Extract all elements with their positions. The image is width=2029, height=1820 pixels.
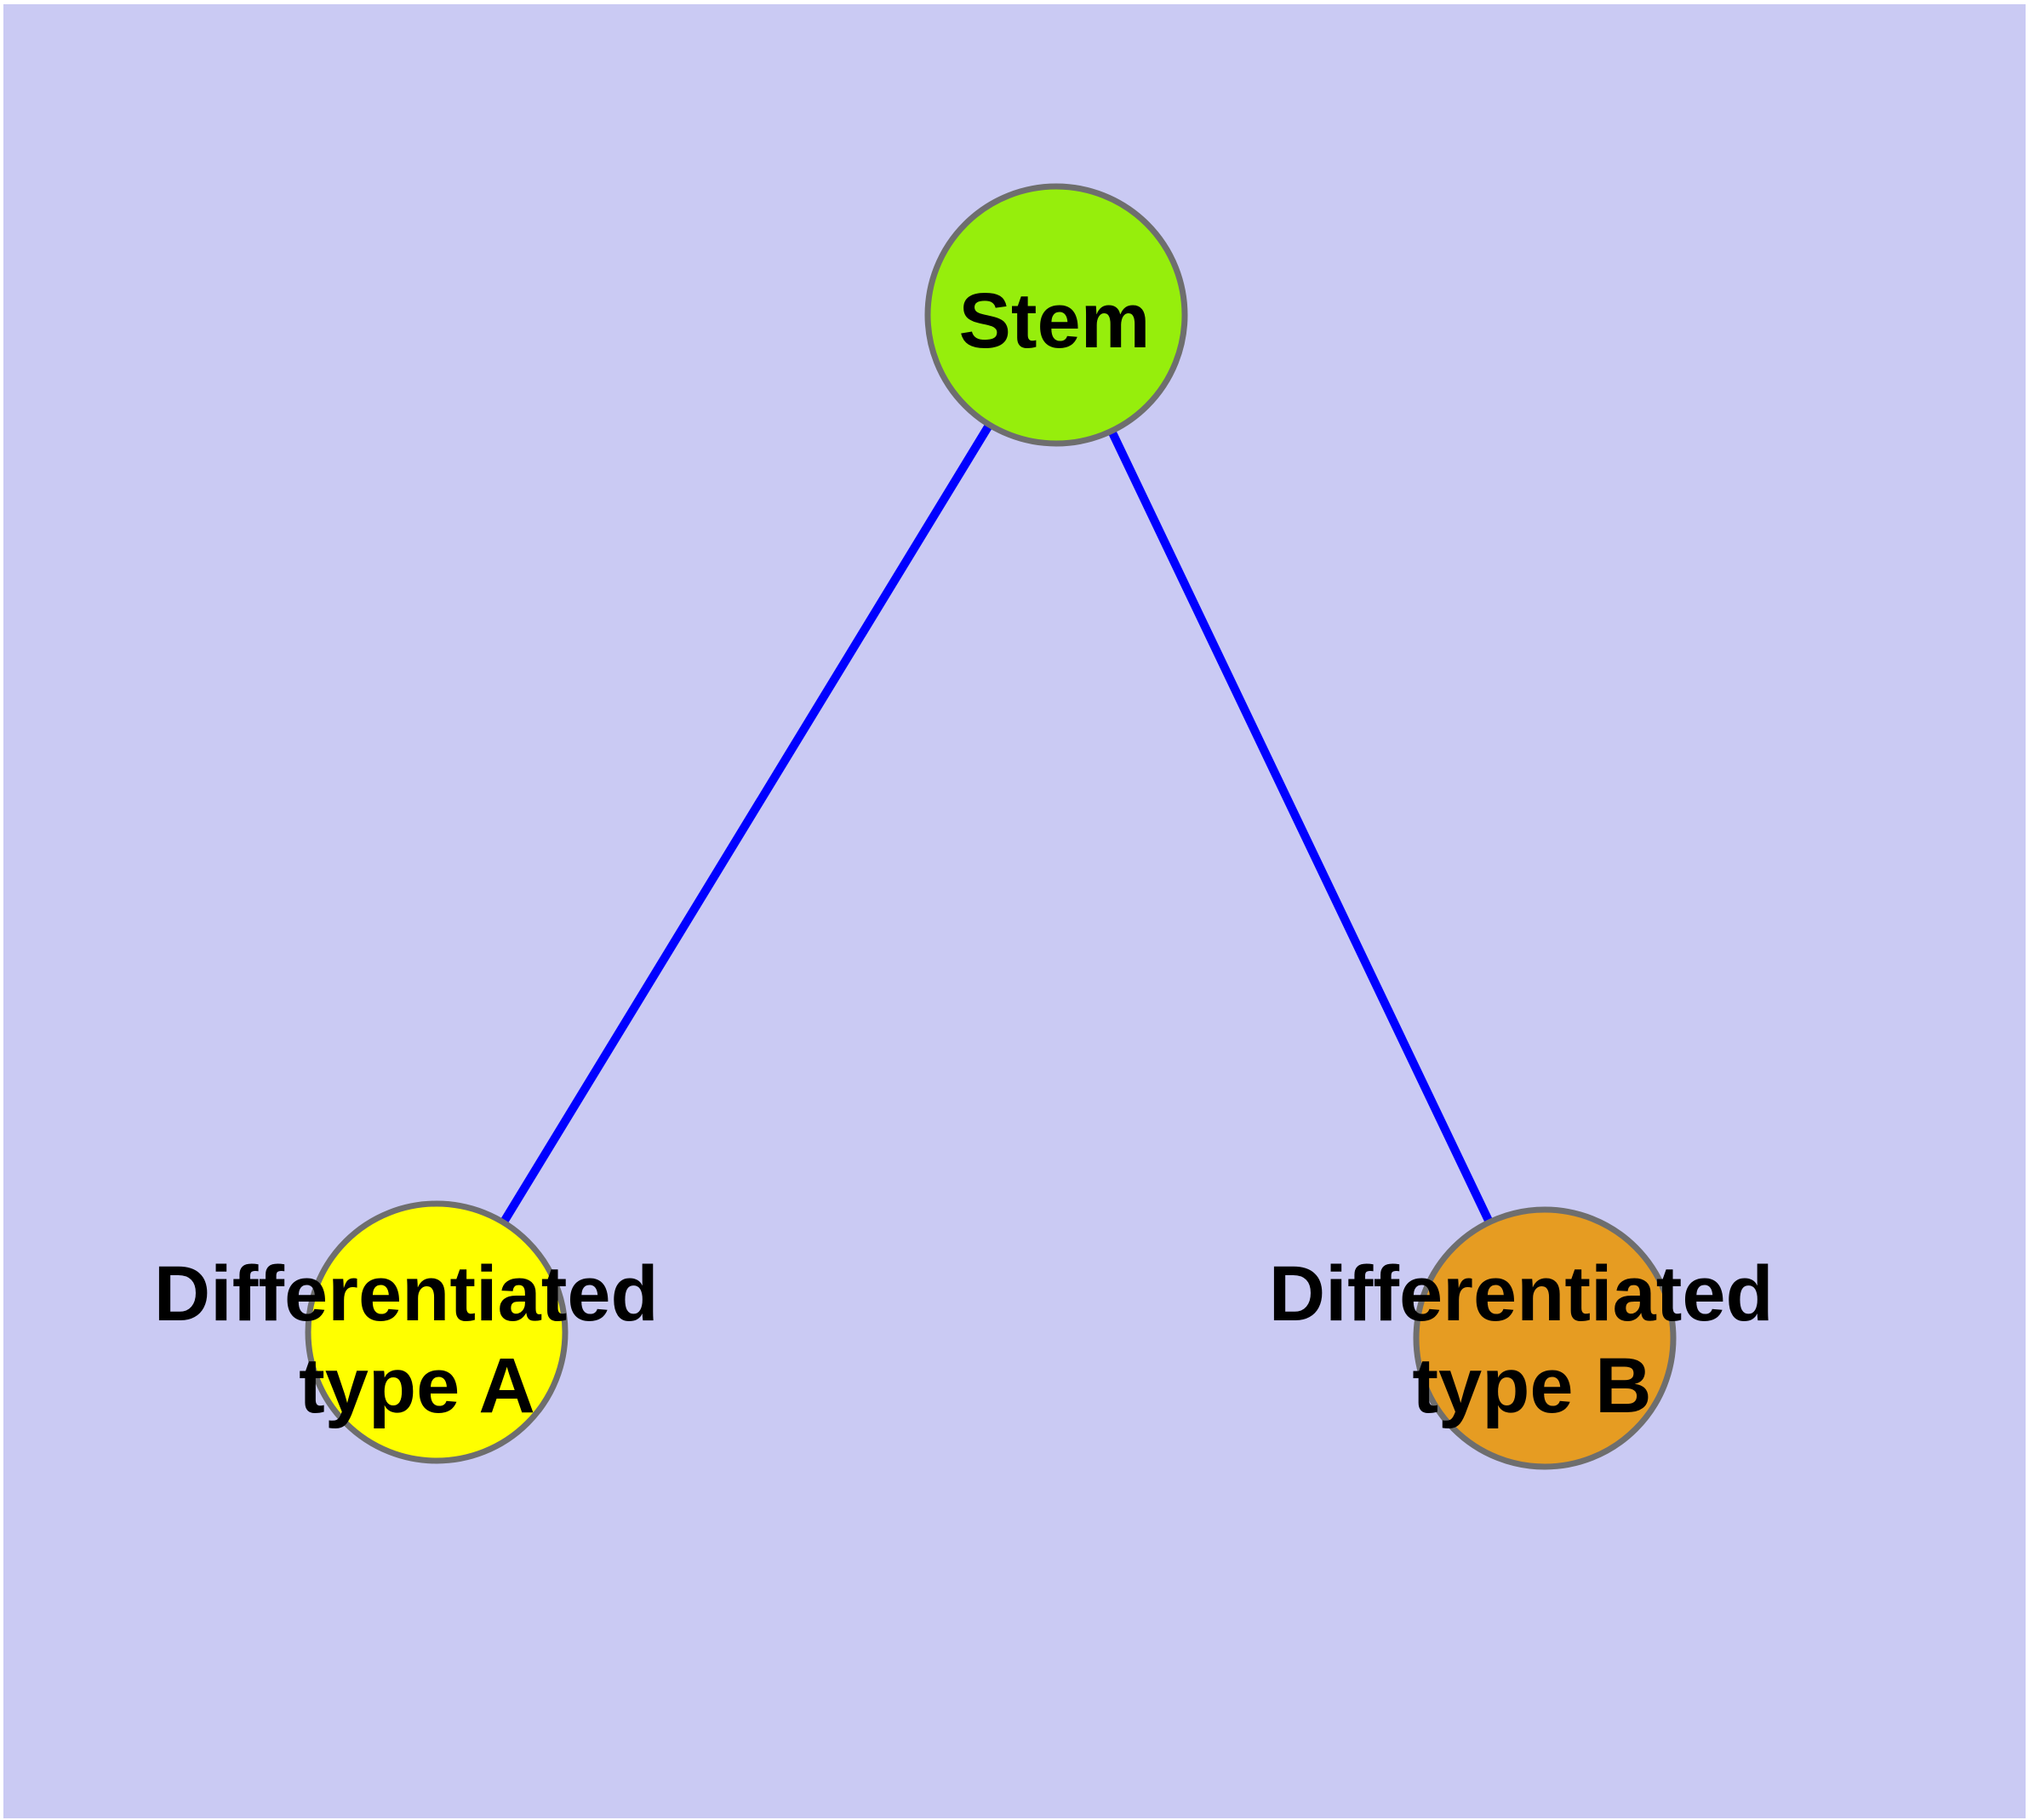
node-type-a-label-line1: Differentiated [154,1251,659,1337]
node-type-a-circle [305,1200,569,1464]
node-type-a-label: Differentiated type A [154,1251,681,1429]
node-type-b-label: Differentiated type B [1269,1251,1796,1429]
node-stem: Stem [924,183,1188,447]
edge-group [432,312,1549,1341]
node-type-b: Differentiated type B [1269,1206,1796,1470]
node-type-b-label-line2: type B [1412,1342,1651,1429]
edge-stem-to-type-b [1052,312,1549,1341]
node-stem-circle [924,183,1188,447]
node-type-b-circle [1413,1206,1677,1470]
node-type-a-label-line2: type A [299,1342,535,1429]
node-type-a: Differentiated type A [154,1200,681,1464]
node-type-b-label-line1: Differentiated [1269,1251,1774,1337]
node-stem-label: Stem [959,278,1151,364]
edge-stem-to-type-a [432,312,1060,1335]
